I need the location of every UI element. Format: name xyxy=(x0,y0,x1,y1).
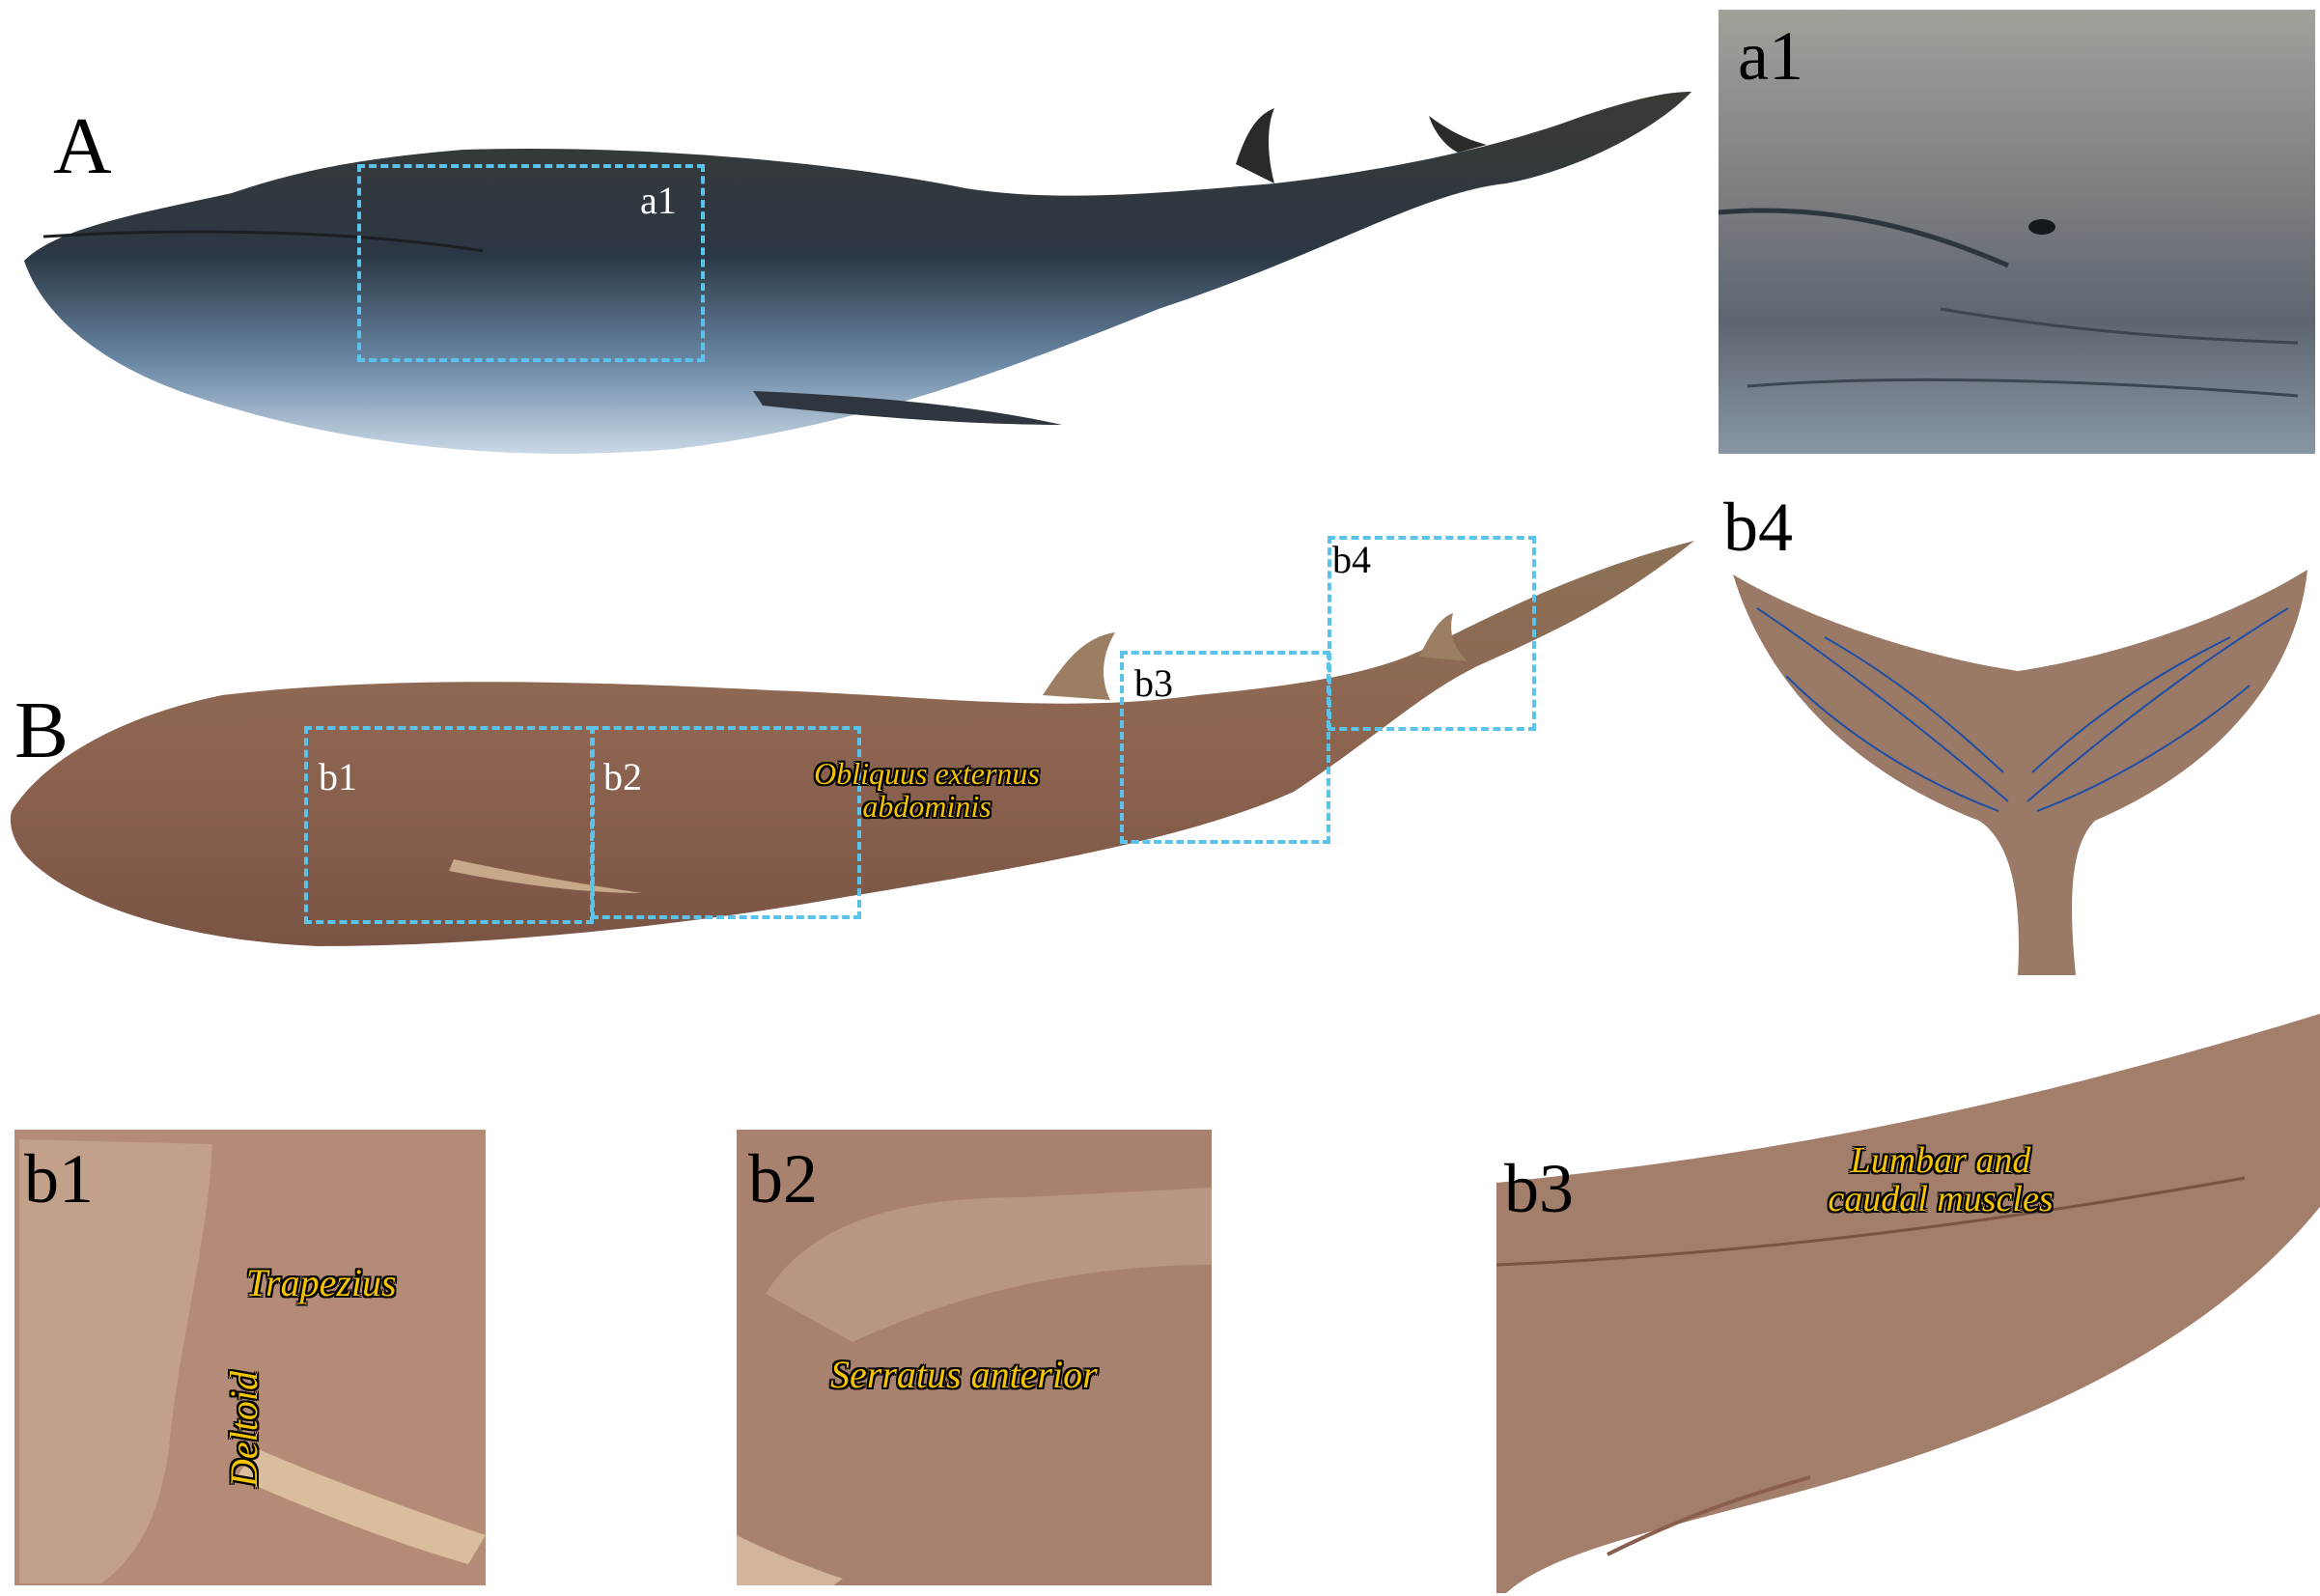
muscle-label-line: abdominis xyxy=(862,788,992,824)
muscle-label-serratus-anterior: Serratus anterior xyxy=(830,1353,1098,1396)
muscle-label-trapezius: Trapezius xyxy=(246,1261,397,1304)
muscle-label-obliquus-externus: Obliquus externus abdominis xyxy=(787,756,1067,824)
panel-label-b3: b3 xyxy=(1504,1150,1574,1227)
b1-closeup-image xyxy=(14,1130,486,1585)
muscle-label-deltoid: Deltoid xyxy=(222,1371,266,1487)
b2-dashed-box xyxy=(591,726,861,919)
b3-dashed-box xyxy=(1120,651,1330,844)
a1-box-label: a1 xyxy=(640,179,677,222)
b4-box-label: b4 xyxy=(1332,538,1371,581)
muscle-label-lumbar-caudal: Lumbar and caudal muscles xyxy=(1796,1140,2085,1219)
panel-label-b4: b4 xyxy=(1723,489,1793,566)
b1-box-label: b1 xyxy=(319,755,357,798)
muscle-label-line: Obliquus externus xyxy=(814,756,1040,791)
panel-label-b2: b2 xyxy=(748,1140,818,1218)
tail-fluke-image xyxy=(1733,570,2307,975)
b4-dashed-box xyxy=(1328,536,1536,731)
b3-box-label: b3 xyxy=(1134,661,1173,705)
musculature-specimen-image xyxy=(10,541,1694,946)
b3-closeup-image xyxy=(1495,1014,2320,1593)
panel-label-a: A xyxy=(53,101,112,191)
whale-model-image xyxy=(24,92,1691,454)
muscle-label-line: caudal muscles xyxy=(1828,1178,2054,1219)
b2-closeup-image xyxy=(737,1130,1212,1585)
b2-box-label: b2 xyxy=(603,755,642,798)
panel-label-b1: b1 xyxy=(24,1140,94,1218)
panel-label-b: B xyxy=(14,686,70,775)
eye-closeup-image xyxy=(1719,10,2315,454)
panel-label-a1: a1 xyxy=(1738,17,1803,95)
a1-dashed-box xyxy=(357,164,705,362)
muscle-label-line: Lumbar and xyxy=(1850,1140,2031,1181)
